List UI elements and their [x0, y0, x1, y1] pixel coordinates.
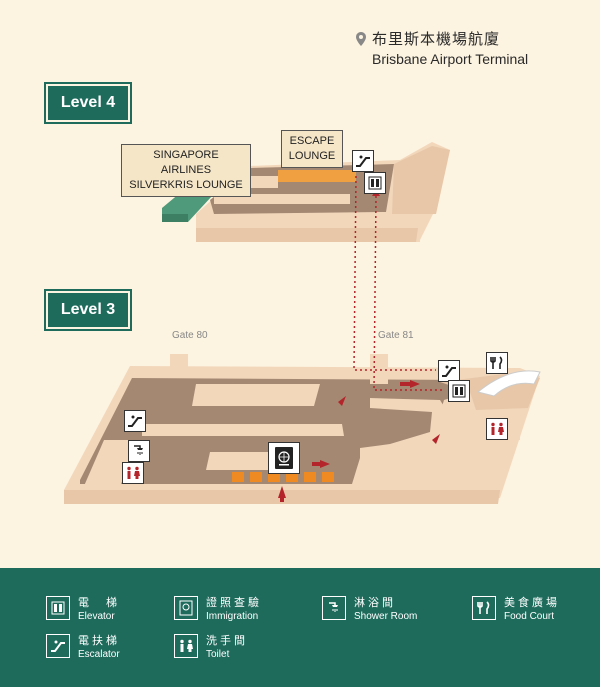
shower-icon — [128, 440, 150, 462]
immigration-icon — [174, 596, 198, 620]
immigration-icon — [268, 442, 300, 474]
shower-icon — [322, 596, 346, 620]
location-pin-icon — [356, 32, 366, 46]
singapore-lounge-label: SINGAPORE AIRLINES SILVERKRIS LOUNGE — [121, 144, 251, 197]
elevator-icon — [448, 380, 470, 402]
direction-arrows — [278, 380, 440, 502]
gate-81-label: Gate 81 — [378, 330, 414, 341]
level-3-badge: Level 3 — [44, 289, 132, 331]
escalator-icon — [124, 410, 146, 432]
gate-80-label: Gate 80 — [172, 330, 208, 341]
escalator-icon — [46, 634, 70, 658]
level-connection-path — [353, 175, 444, 391]
elevator-icon — [46, 596, 70, 620]
escalator-icon — [352, 150, 374, 172]
food-court-icon — [472, 596, 496, 620]
title-english: Brisbane Airport Terminal — [372, 51, 529, 67]
toilet-icon — [174, 634, 198, 658]
toilet-icon — [486, 418, 508, 440]
title-chinese: 布里斯本機場航廈 — [372, 31, 501, 48]
escalator-icon — [438, 360, 460, 382]
elevator-icon — [364, 172, 386, 194]
level-4-badge: Level 4 — [44, 82, 132, 124]
map-title: 布里斯本機場航廈 Brisbane Airport Terminal — [356, 30, 529, 68]
toilet-icon — [122, 462, 144, 484]
immigration-counters — [232, 472, 334, 482]
food-court-icon — [486, 352, 508, 374]
escape-lounge-label: ESCAPE LOUNGE — [281, 130, 343, 168]
